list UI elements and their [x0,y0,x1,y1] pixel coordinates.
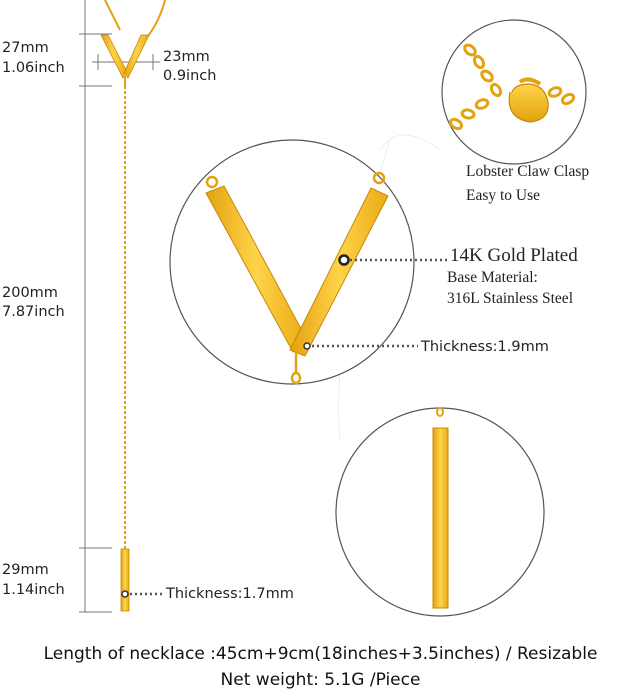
necklace-length-text: Length of necklace :45cm+9cm(18inches+3.… [43,644,598,664]
small-v-pendant [100,34,150,88]
clasp-label-line2: Easy to Use [466,187,540,204]
chain [104,0,166,550]
v-pendant-zoom-circle [169,139,415,385]
base-material-label-line1: Base Material: [447,269,538,286]
v-thickness-label: Thickness:1.9mm [420,339,549,355]
clasp-zoom-circle [441,19,587,165]
clasp-label-line1: Lobster Claw Clasp [466,163,589,180]
dimension-lines [79,0,160,613]
top-length-inch: 1.06inch [2,60,65,76]
bar-thickness-label: Thickness:1.7mm [165,586,294,602]
small-bar-pendant [120,548,130,612]
chain-length-inch: 7.87inch [2,304,65,320]
chain-length-mm: 200mm [2,285,58,301]
top-length-mm: 27mm [2,40,49,56]
net-weight-text: Net weight: 5.1G /Piece [220,670,421,690]
bar-zoom-circle [335,407,545,617]
plating-label: 14K Gold Plated [450,245,578,266]
bar-length-inch: 1.14inch [2,582,65,598]
bar-length-mm: 29mm [2,562,49,578]
width-mm: 23mm [163,49,210,65]
width-inch: 0.9inch [163,68,216,84]
base-material-label-line2: 316L Stainless Steel [447,290,573,307]
